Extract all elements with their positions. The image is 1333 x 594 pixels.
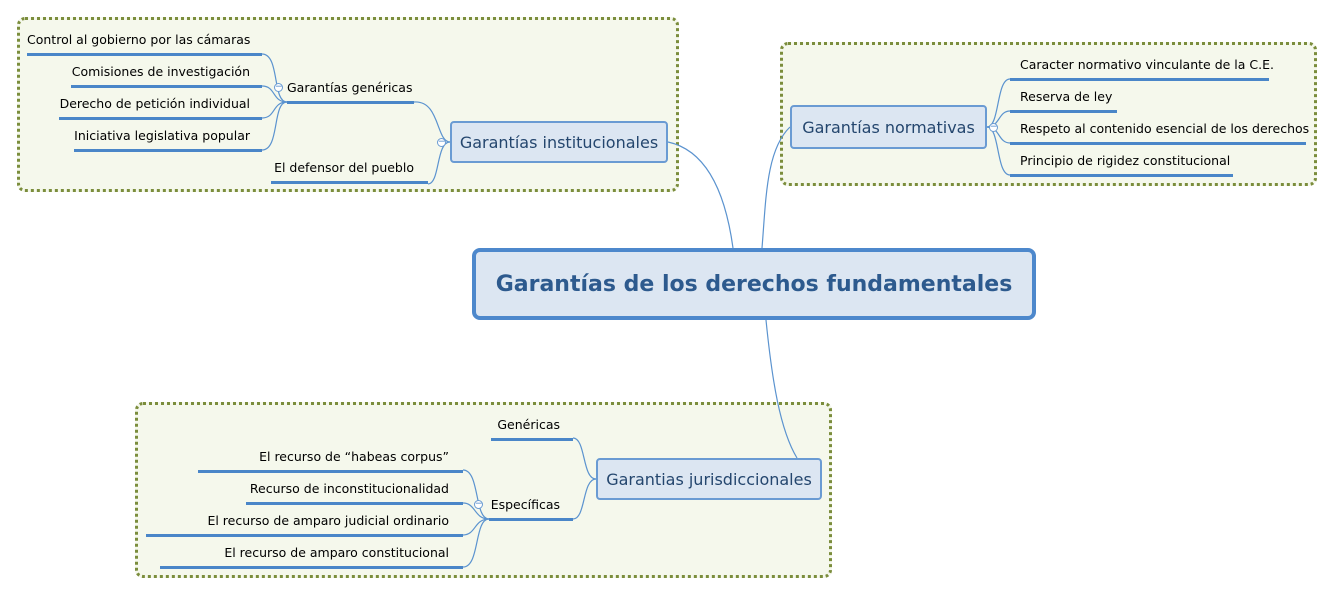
item-caracter-normativo[interactable]: Caracter normativo vinculante de la C.E. <box>1010 58 1274 81</box>
subtopic-genericas[interactable]: Genéricas <box>491 418 573 441</box>
collapse-minus-icon[interactable]: − <box>274 82 283 92</box>
item-derecho-peticion[interactable]: Derecho de petición individual <box>59 97 262 120</box>
subtopic-garantias-genericas[interactable]: Garantías genéricas <box>287 81 414 104</box>
subtopic-especificas[interactable]: Específicas <box>489 498 573 521</box>
item-comisiones-investigacion[interactable]: Comisiones de investigación <box>71 65 262 88</box>
collapse-minus-icon[interactable]: − <box>474 499 483 509</box>
collapse-minus-icon[interactable]: − <box>989 122 998 132</box>
item-reserva-ley[interactable]: Reserva de ley <box>1010 90 1117 113</box>
item-control-gobierno[interactable]: Control al gobierno por las cámaras <box>27 33 262 56</box>
topic-garantias-jurisdiccionales[interactable]: Garantias jurisdiccionales <box>596 458 822 500</box>
item-principio-rigidez[interactable]: Principio de rigidez constitucional <box>1010 154 1233 177</box>
item-recurso-inconstitucionalidad[interactable]: Recurso de inconstitucionalidad <box>246 482 463 505</box>
item-amparo-judicial[interactable]: El recurso de amparo judicial ordinario <box>146 514 463 537</box>
topic-garantias-normativas[interactable]: Garantías normativas <box>790 105 987 149</box>
subtopic-defensor-pueblo[interactable]: El defensor del pueblo <box>271 161 428 184</box>
item-amparo-constitucional[interactable]: El recurso de amparo constitucional <box>160 546 463 569</box>
boundary-institucionales <box>17 17 679 192</box>
item-habeas-corpus[interactable]: El recurso de “habeas corpus” <box>198 450 463 473</box>
item-respeto-contenido[interactable]: Respeto al contenido esencial de los der… <box>1010 122 1309 145</box>
item-iniciativa-legislativa[interactable]: Iniciativa legislativa popular <box>74 129 262 152</box>
central-topic[interactable]: Garantías de los derechos fundamentales <box>472 248 1036 320</box>
collapse-minus-icon[interactable]: − <box>437 137 446 147</box>
topic-garantias-institucionales[interactable]: Garantías institucionales <box>450 121 668 163</box>
